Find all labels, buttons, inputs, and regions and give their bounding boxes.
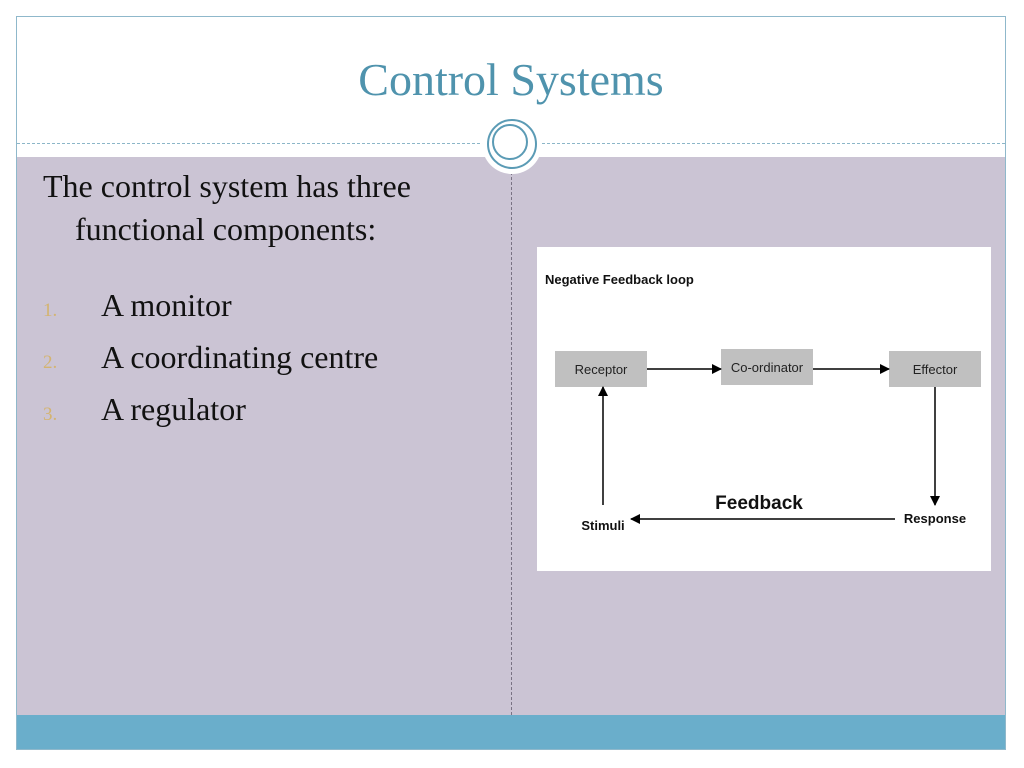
ring-ornament-inner [492,124,528,160]
list-number: 1. [43,300,58,321]
feedback-label: Feedback [715,493,803,514]
list-item: 1. A monitor [43,287,483,339]
list-text: A monitor [101,287,232,323]
slide: Control Systems The control system has t… [16,16,1006,750]
receptor-box [555,351,647,387]
list-number: 3. [43,404,58,425]
coordinator-label: Co-ordinator [731,360,804,375]
list-text: A coordinating centre [101,339,379,375]
list-item: 2. A coordinating centre [43,339,483,391]
diagram-heading: Negative Feedback loop [545,272,694,287]
effector-box [889,351,981,387]
stimuli-label: Stimuli [581,518,624,533]
feedback-diagram: Negative Feedback loop Receptor Co-ordin… [537,247,991,571]
column-divider [511,157,512,715]
list-text: A regulator [101,391,246,427]
effector-label: Effector [913,362,958,377]
body-text: The control system has three functional … [43,165,483,443]
intro-text: The control system has three functional … [43,168,411,247]
receptor-label: Receptor [575,362,628,377]
list-number: 2. [43,352,58,373]
response-label: Response [904,511,966,526]
slide-title: Control Systems [358,54,664,105]
component-list: 1. A monitor 2. A coordinating centre 3.… [43,287,483,443]
feedback-diagram-svg: Negative Feedback loop Receptor Co-ordin… [545,272,981,533]
list-item: 3. A regulator [43,391,483,443]
coordinator-box [721,349,813,385]
footer-band [17,715,1005,749]
